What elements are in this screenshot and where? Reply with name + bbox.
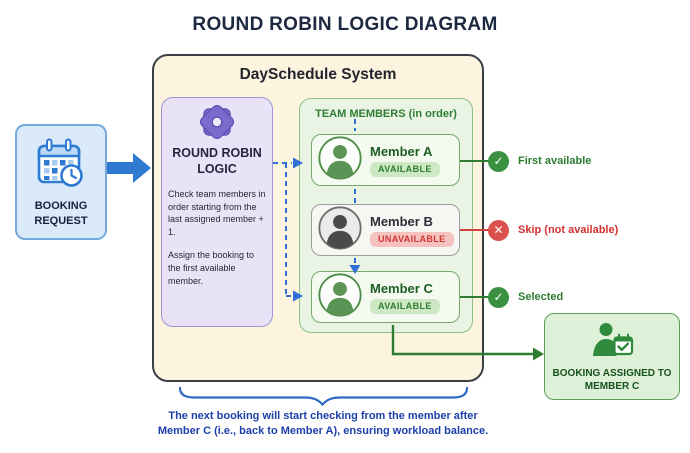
status-row-first-available: ✓ First available: [488, 150, 591, 172]
flow-arrow-icon: [107, 151, 152, 190]
dayschedule-title: DaySchedule System: [239, 66, 397, 83]
member-card-b: Member B UNAVAILABLE: [311, 204, 460, 256]
calendar-clock-icon: [34, 137, 88, 192]
member-name: Member C: [370, 280, 433, 296]
member-name: Member B: [370, 213, 433, 229]
avatar-icon: [318, 135, 362, 185]
booking-assigned-label: BOOKING ASSIGNED TO MEMBER C: [553, 367, 672, 393]
person-calendar-check-icon: [589, 322, 635, 363]
round-robin-desc-2: Assign the booking to the first availabl…: [168, 250, 255, 286]
booking-request-label: BOOKING REQUEST: [34, 200, 88, 227]
status-row-skip: ✕ Skip (not available): [488, 219, 618, 241]
status-label: First available: [518, 155, 592, 167]
cross-icon: ✕: [488, 219, 509, 241]
member-status-badge: AVAILABLE: [370, 161, 440, 177]
member-card-a: Member A AVAILABLE: [311, 134, 460, 186]
avatar-icon: [318, 272, 362, 322]
booking-assigned-line1: BOOKING ASSIGNED TO: [552, 368, 672, 379]
gear-icon: [198, 103, 236, 141]
status-label: Selected: [518, 291, 564, 303]
assignment-arrowhead: [533, 347, 544, 361]
caption-line-1: The next booking will start checking fro…: [168, 410, 478, 422]
page-title: ROUND ROBIN LOGIC DIAGRAM: [192, 14, 498, 35]
member-status-badge: AVAILABLE: [370, 298, 440, 314]
booking-request-box: BOOKING REQUEST: [15, 124, 107, 240]
member-card-c: Member C AVAILABLE: [311, 271, 460, 323]
check-icon: ✓: [488, 150, 509, 172]
brace-icon: [178, 386, 469, 407]
caption-line-2: Member C (i.e., back to Member A), ensur…: [157, 425, 489, 437]
caption: The next booking will start checking fro…: [123, 409, 523, 439]
status-row-selected: ✓ Selected: [488, 286, 563, 308]
round-robin-description: Check team members in order starting fro…: [168, 188, 267, 298]
round-robin-title: ROUND ROBIN LOGIC: [172, 146, 262, 176]
member-name: Member A: [370, 143, 433, 159]
booking-assigned-line2: MEMBER C: [584, 381, 640, 392]
avatar-icon: [318, 205, 362, 255]
booking-assigned-box: BOOKING ASSIGNED TO MEMBER C: [544, 313, 680, 400]
check-icon: ✓: [488, 286, 509, 308]
status-label: Skip (not available): [518, 224, 619, 236]
team-members-header: TEAM MEMBERS (in order): [315, 108, 457, 120]
member-status-badge: UNAVAILABLE: [370, 231, 454, 247]
round-robin-desc-1: Check team members in order starting fro…: [168, 189, 266, 237]
